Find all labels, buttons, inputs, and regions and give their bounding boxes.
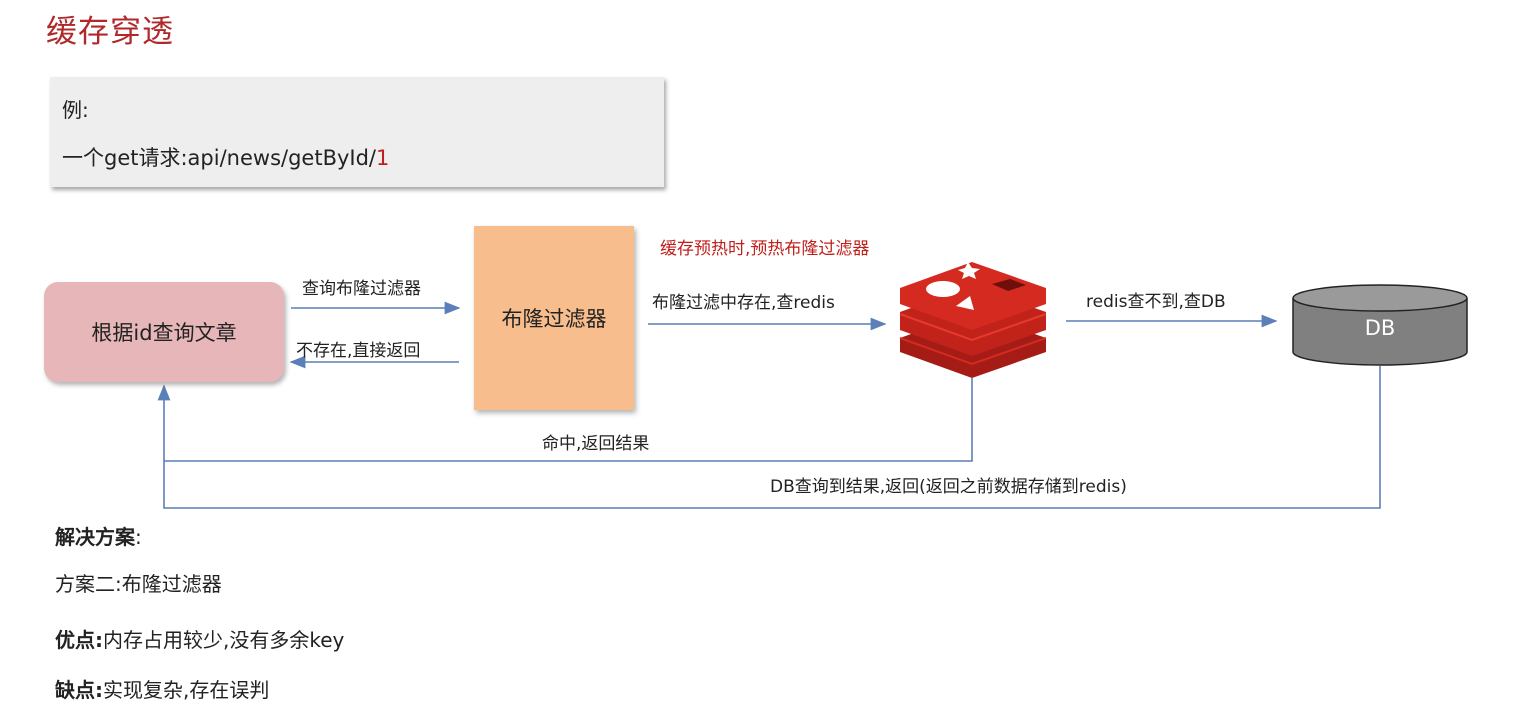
edge-label-db-return: DB查询到结果,返回(返回之前数据存储到redis) (770, 477, 1127, 497)
pros-label: 优点: (55, 628, 103, 652)
bloom-filter-node: 布隆过滤器 (474, 226, 634, 410)
edge-db-return (157, 366, 1381, 509)
page-title: 缓存穿透 (46, 14, 174, 50)
cons-label: 缺点: (55, 678, 103, 702)
solution-heading-colon: : (135, 525, 142, 549)
example-request-text: 一个get请求:api/news/getById/ (62, 146, 377, 170)
solution-pros: 优点:内存占用较少,没有多余key (55, 624, 344, 653)
query-article-node: 根据id查询文章 (44, 282, 284, 382)
warm-up-note: 缓存预热时,预热布隆过滤器 (660, 239, 870, 259)
db-node-label: DB (1364, 316, 1396, 340)
solution-heading: 解决方案: (55, 521, 142, 550)
cons-text: 实现复杂,存在误判 (103, 678, 270, 702)
example-request: 一个get请求:api/news/getById/1 (62, 142, 389, 172)
edge-label-bloom-redis: 布隆过滤中存在,查redis (652, 293, 835, 313)
edge-label-redis-db: redis查不到,查DB (1086, 292, 1226, 312)
redis-logo-icon (899, 262, 1047, 378)
edge-label-not-exist: 不存在,直接返回 (296, 341, 421, 361)
pros-text: 内存占用较少,没有多余key (103, 628, 345, 652)
solution-plan: 方案二:布隆过滤器 (55, 572, 222, 596)
example-box (50, 77, 664, 187)
database-cylinder-icon (1292, 284, 1468, 366)
edge-redis-hit-return (164, 378, 973, 462)
edge-label-hit-return: 命中,返回结果 (542, 434, 650, 454)
example-request-id: 1 (376, 146, 390, 170)
solution-cons: 缺点:实现复杂,存在误判 (55, 674, 269, 703)
solution-heading-text: 解决方案 (55, 525, 135, 549)
edge-label-query-bloom: 查询布隆过滤器 (302, 279, 421, 299)
example-label: 例: (62, 98, 89, 122)
